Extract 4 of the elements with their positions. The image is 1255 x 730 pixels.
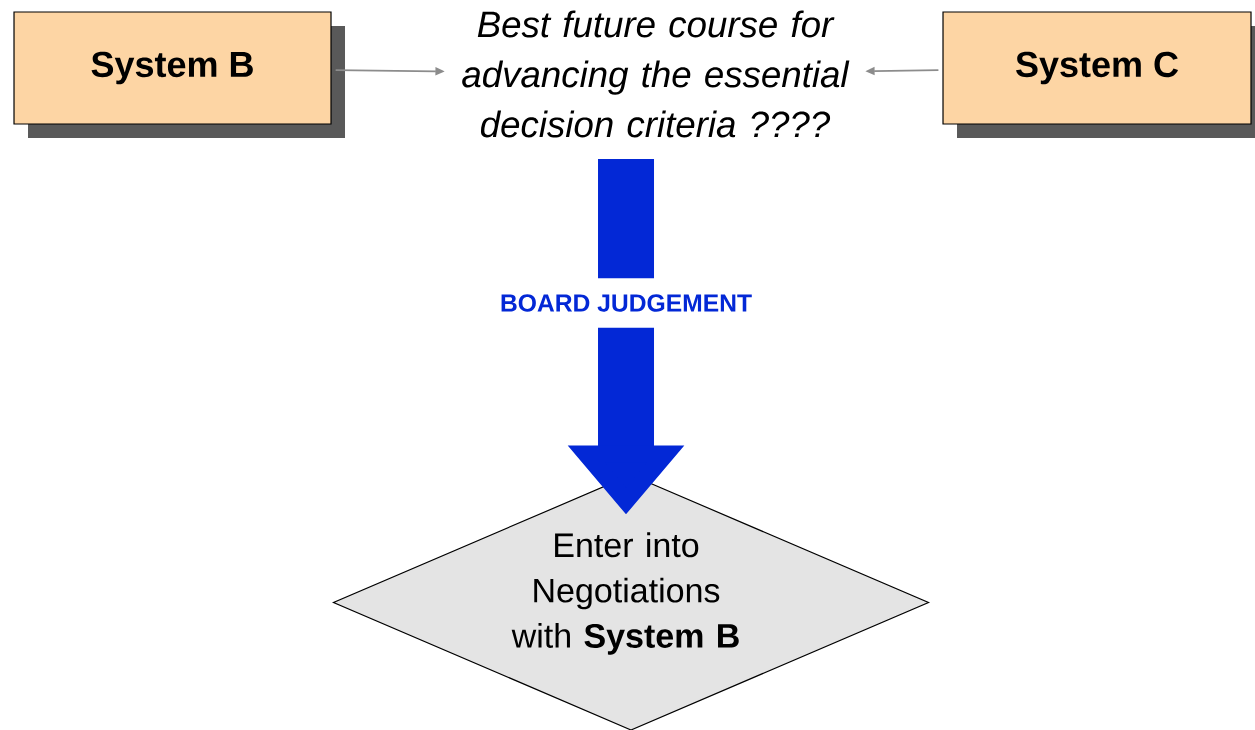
process-box: System B	[13, 11, 345, 138]
question-text: Best future course for advancing the essential decision criteria ????	[462, 10, 850, 138]
edge-label: BOARD JUDGEMENT	[497, 278, 755, 328]
process-box: System C	[942, 11, 1255, 138]
